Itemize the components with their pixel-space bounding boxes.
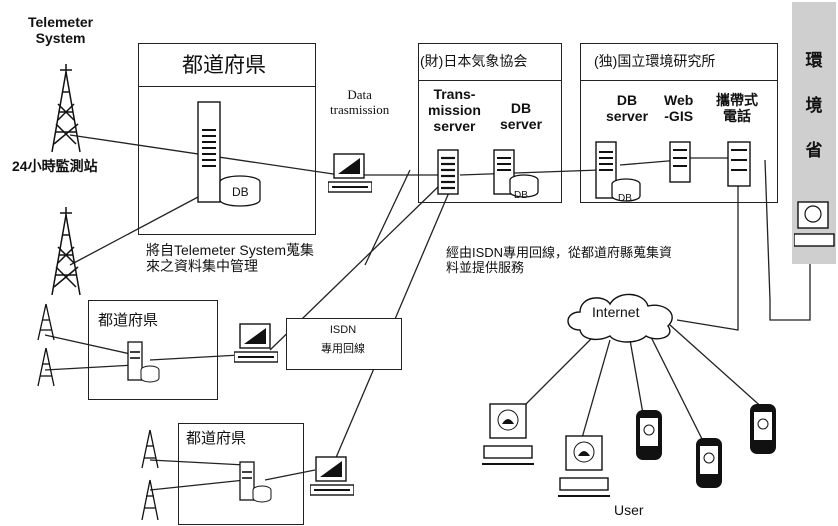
prefecture-main-box <box>138 43 316 235</box>
antenna-tower-icon <box>51 64 81 153</box>
jma-db-label: DB <box>514 190 528 201</box>
antenna-tower-icon <box>51 207 81 296</box>
small-antenna-icon <box>37 303 55 387</box>
line-jma-to-nies <box>459 169 601 176</box>
ministry-char: 省 <box>805 141 823 161</box>
prefecture-2-label: 都道府県 <box>98 312 159 329</box>
jma-db-server-label: DB server <box>500 100 543 133</box>
prefecture-3-label: 都道府県 <box>186 430 247 447</box>
ministry-char: 環 <box>805 51 823 71</box>
prefecture-main-label: 都道府県 <box>182 54 266 77</box>
collect-note: 將自Telemeter System蒐集 來之資料集中管理 <box>146 242 315 275</box>
terminal-pc-icon <box>234 323 278 363</box>
isdn-label: ISDN 專用回線 <box>321 324 365 355</box>
telemeter-system-title: Telemeter System <box>28 14 94 47</box>
db-server-icon <box>493 149 539 198</box>
ministry-pc-icon <box>794 201 835 247</box>
small-antenna-icon <box>141 429 159 521</box>
prefecture-3-box <box>178 423 304 525</box>
ministry-char: 境 <box>805 96 823 116</box>
db-label: DB <box>232 185 249 199</box>
user-pc-icon <box>558 435 610 497</box>
mobile-server-icon <box>727 141 751 187</box>
transmission-server-label: Trans- mission server <box>428 86 481 135</box>
line-to-ministry <box>764 159 811 321</box>
server-icon <box>437 149 459 195</box>
mobile-phone-icon <box>696 438 722 488</box>
mobile-phone-icon <box>636 410 662 460</box>
internet-label: Internet <box>592 304 640 320</box>
server-icon <box>239 461 272 503</box>
line-mobile-to-internet <box>676 160 739 331</box>
isdn-service-note: 經由ISDN專用回線，從都道府縣蒐集資 料並提供服務 <box>446 245 673 275</box>
jma-title: (財)日本気象協会 <box>420 53 528 69</box>
server-icon <box>127 341 160 383</box>
user-pc-icon <box>482 403 534 465</box>
mobile-phone-icon <box>750 404 776 454</box>
isdn-box <box>286 318 402 370</box>
nies-box <box>580 43 778 203</box>
web-gis-label: Web -GIS <box>664 92 694 125</box>
jma-box <box>418 43 562 203</box>
station-label: 24小時監測站 <box>12 158 98 174</box>
nies-db-label: DB <box>618 193 632 204</box>
nies-title: (独)国立環境研究所 <box>594 53 716 69</box>
data-transmission-label: Data trasmission <box>330 87 390 117</box>
terminal-pc-icon <box>328 153 372 193</box>
server-icon <box>197 101 261 207</box>
db-server-icon <box>595 141 641 202</box>
line-to-collect-note <box>364 169 411 266</box>
user-label: User <box>614 502 644 518</box>
internet-cloud-icon <box>567 293 673 343</box>
nies-db-server-label: DB server <box>606 92 649 125</box>
mobile-phone-label: 攜帶式 電話 <box>716 92 758 125</box>
web-gis-server-icon <box>669 141 691 183</box>
prefecture-2-box <box>88 300 218 400</box>
terminal-pc-icon <box>310 456 354 496</box>
